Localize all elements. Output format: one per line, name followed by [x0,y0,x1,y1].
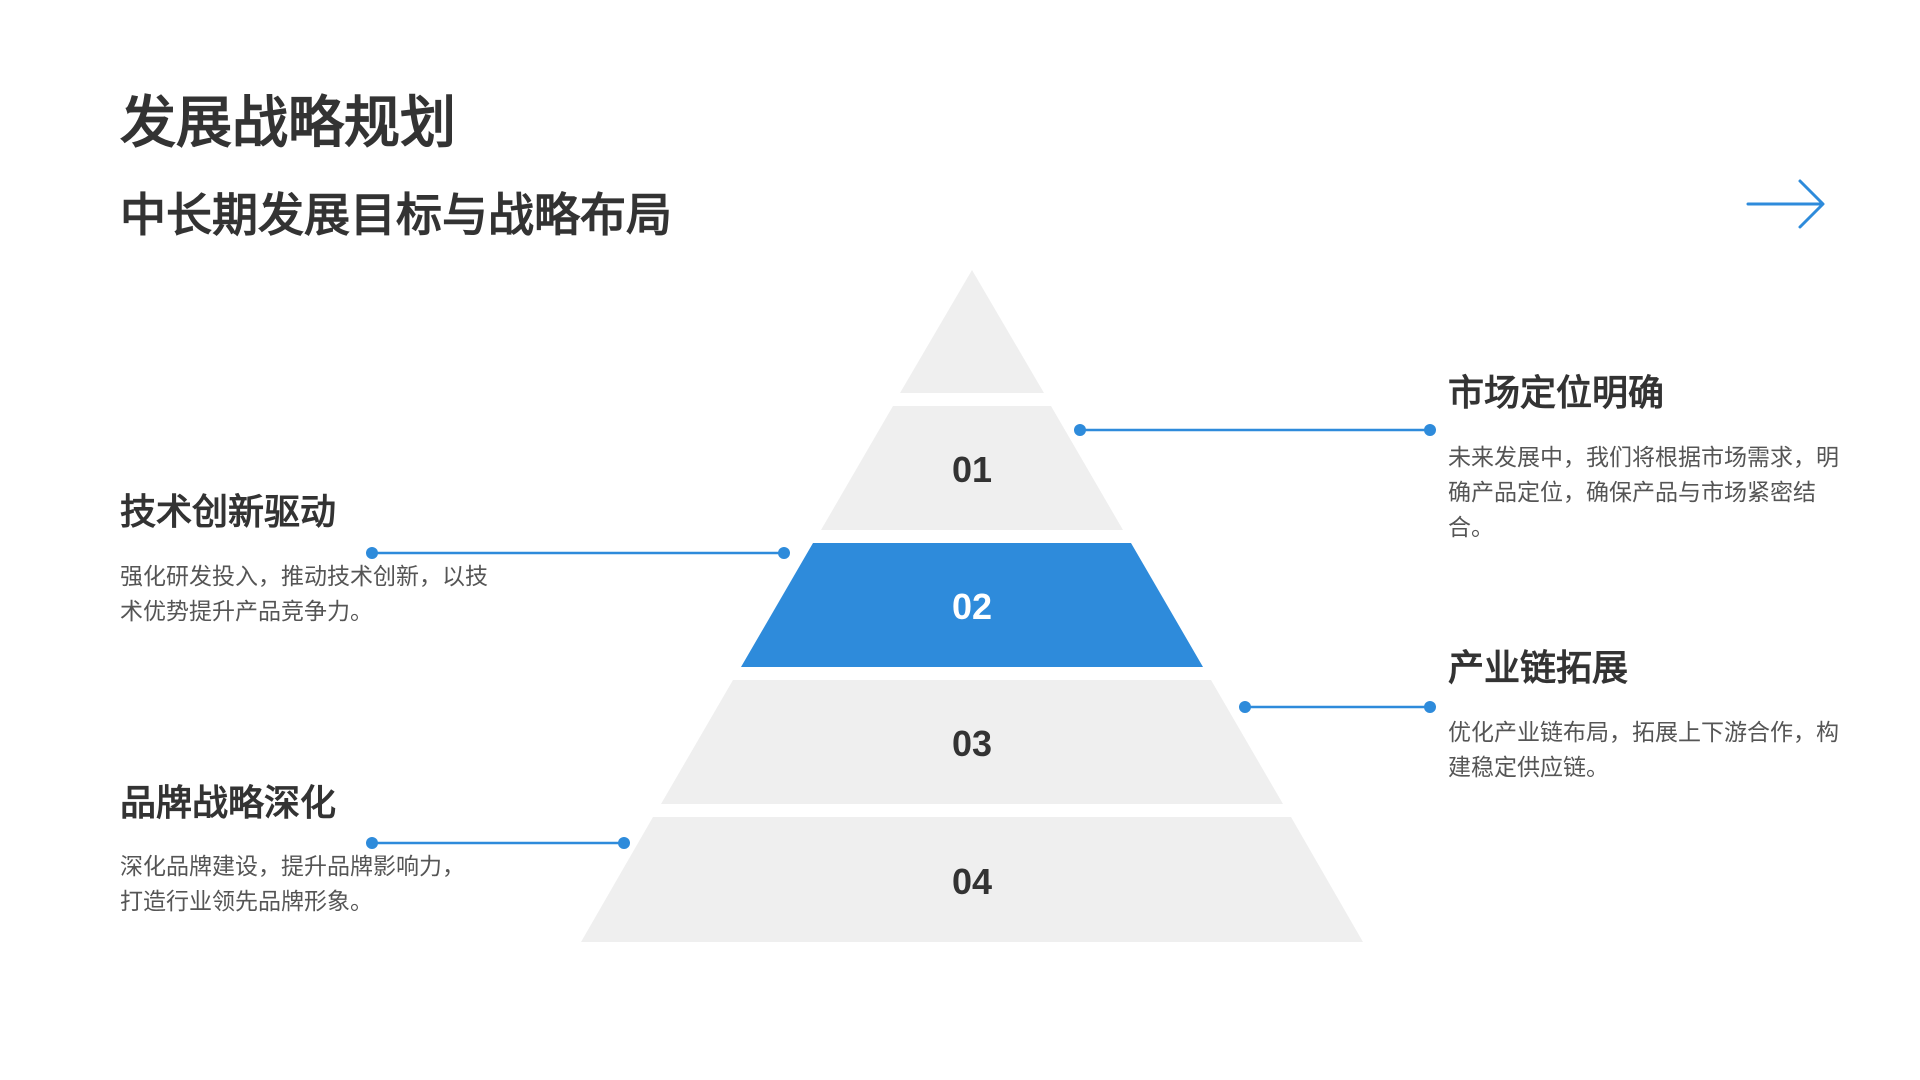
arrow-right-icon[interactable] [1744,176,1828,232]
pyramid-level-02 [741,543,1203,667]
connector-tech [366,547,790,559]
industry-desc: 优化产业链布局，拓展上下游合作，构建稳定供应链。 [1448,720,1839,781]
connector-industry [1239,701,1436,713]
connector-market [1074,424,1436,436]
market-desc: 未来发展中，我们将根据市场需求，明确产品定位，确保产品与市场紧密结合。 [1448,445,1839,541]
pyramid-level-03 [661,680,1283,804]
connector-brand [366,837,630,849]
page-subtitle: 中长期发展目标与战略布局 [120,188,672,242]
brand-desc: 深化品牌建设，提升品牌影响力，打造行业领先品牌形象。 [120,854,465,915]
tech-title: 技术创新驱动 [120,492,337,533]
pyramid-level-04 [581,817,1363,942]
level-label-01: 01 [952,449,992,490]
level-label-04: 04 [952,861,992,902]
industry-title: 产业链拓展 [1448,648,1629,689]
level-label-02: 02 [952,586,992,627]
page-title: 发展战略规划 [120,91,456,156]
market-title: 市场定位明确 [1448,373,1665,414]
brand-title: 品牌战略深化 [120,783,337,824]
pyramid-level-top [900,270,1044,393]
tech-desc: 强化研发投入，推动技术创新，以技术优势提升产品竞争力。 [120,564,488,625]
level-label-03: 03 [952,723,992,764]
pyramid-level-01 [821,406,1123,530]
